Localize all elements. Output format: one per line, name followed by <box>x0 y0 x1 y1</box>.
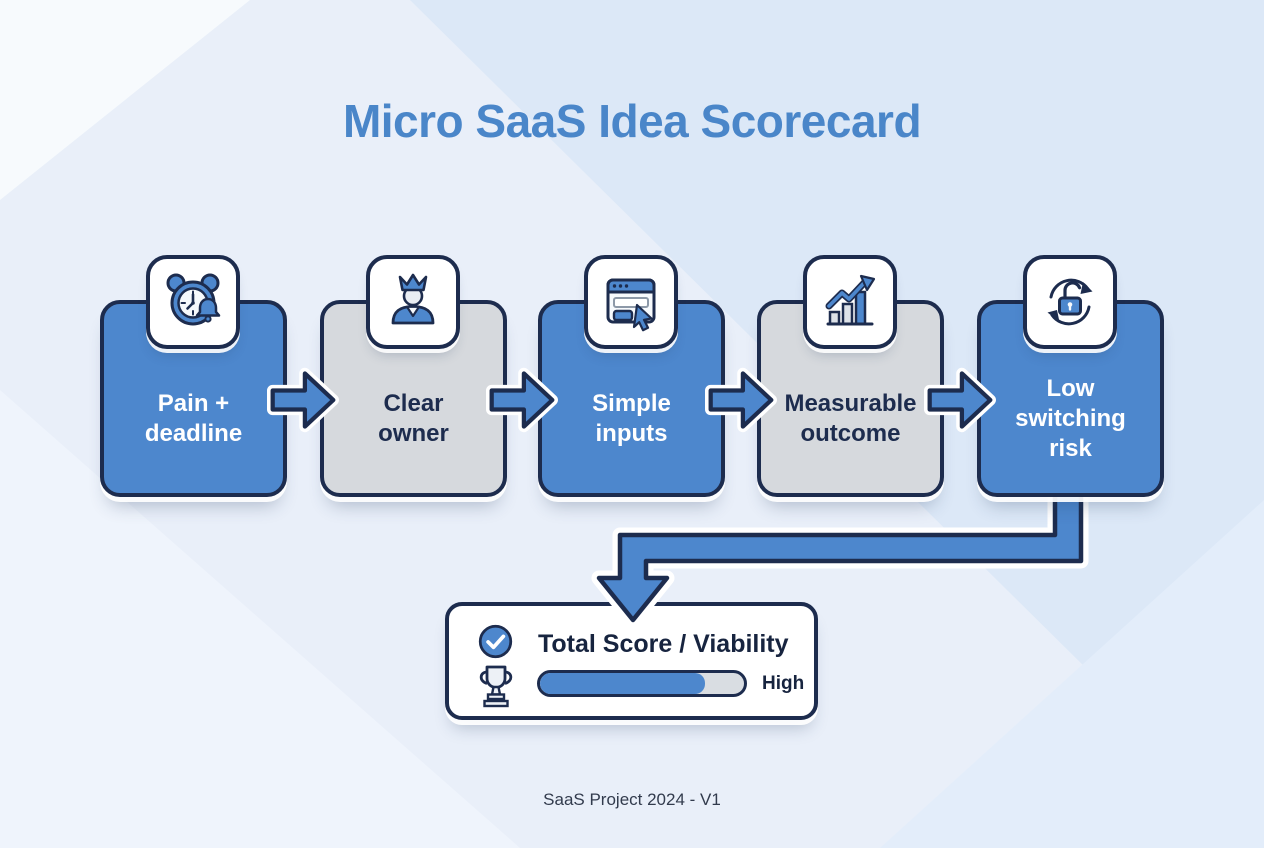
crown-user-icon <box>366 255 460 349</box>
footer-note: SaaS Project 2024 - V1 <box>543 790 721 809</box>
web-form-icon <box>584 255 678 349</box>
step-card-low-switching-risk: Low switching risk <box>977 300 1164 497</box>
step-label: Clear owner <box>378 389 449 447</box>
step-label: Measurable outcome <box>784 389 917 447</box>
step-label: Low switching risk <box>1015 374 1126 462</box>
alarm-clock-icon <box>146 255 240 349</box>
progress-label: High <box>762 673 805 694</box>
right-arrow-icon <box>705 367 777 433</box>
viability-progress-bar <box>537 670 747 697</box>
total-score-panel: Total Score / Viability High <box>445 602 818 720</box>
progress-fill <box>540 673 706 694</box>
growth-chart-icon <box>803 255 897 349</box>
trophy-icon <box>479 665 513 708</box>
step-label: Pain + deadline <box>144 389 243 447</box>
step-label: Simple inputs <box>592 389 671 447</box>
unlock-refresh-icon <box>1023 255 1117 349</box>
score-title: Total Score / Viability <box>538 630 789 658</box>
page-title: Micro SaaS Idea Scorecard <box>342 95 922 147</box>
right-arrow-icon <box>486 367 558 433</box>
right-arrow-icon <box>267 367 339 433</box>
right-arrow-icon <box>924 367 996 433</box>
check-circle-icon <box>478 624 513 659</box>
